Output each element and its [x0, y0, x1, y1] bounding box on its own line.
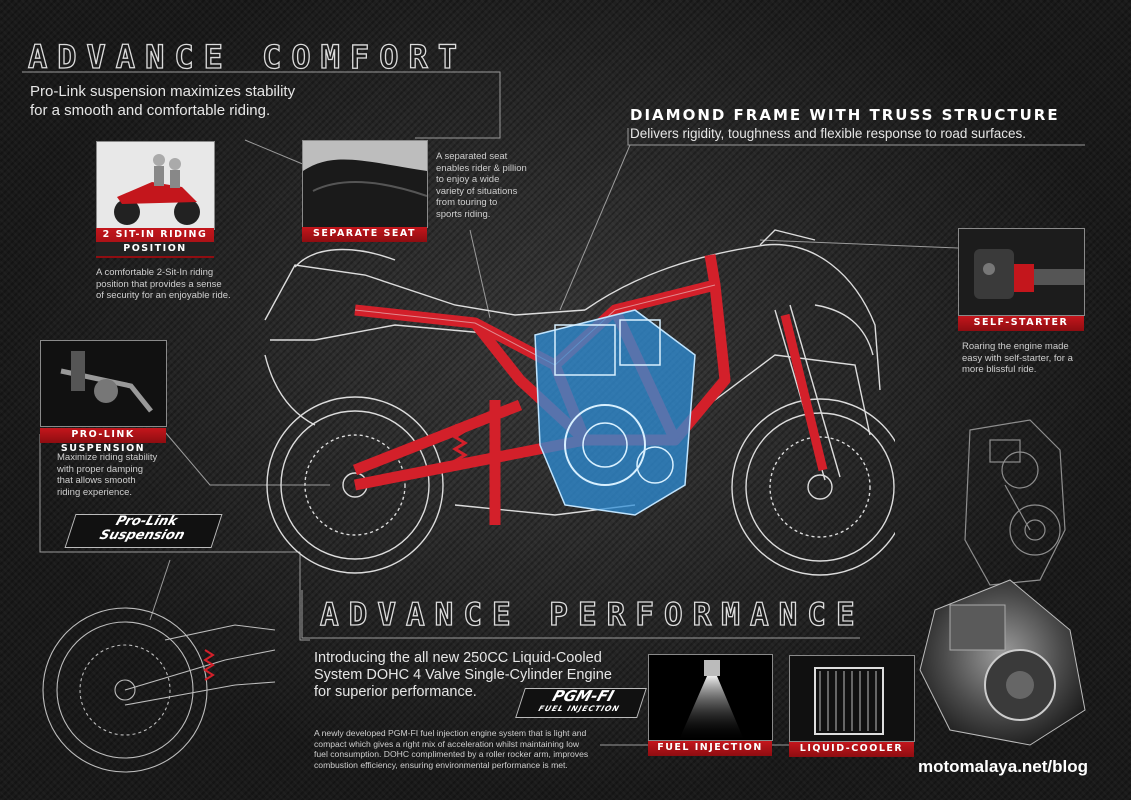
riding-position-label: 2 SIT-IN RIDING POSITION: [96, 228, 214, 258]
performance-title: ADVANCE PERFORMANCE: [319, 596, 865, 633]
rear-suspension-schematic: [42, 607, 276, 773]
riding-position-label-line: POSITION: [96, 242, 214, 256]
desc-line: that allows smooth: [57, 475, 136, 486]
frame-desc: Delivers rigidity, toughness and flexibl…: [630, 126, 1026, 141]
performance-intro: Introducing the all new 250CC Liquid-Coo…: [314, 650, 612, 701]
desc-line: A separated seat: [436, 151, 508, 162]
desc-line: position that provides a sense: [96, 278, 222, 290]
fuel-injection-label: FUEL INJECTION: [648, 741, 772, 756]
comfort-subtitle: Pro-Link suspension maximizes stability …: [30, 82, 295, 120]
desc-line: Roaring the engine made: [962, 341, 1069, 352]
pgmfi-badge-line: FUEL INJECTION: [537, 704, 622, 713]
pgmfi-badge-line: PGM-FI: [550, 687, 617, 705]
separate-seat-photo: [302, 140, 428, 228]
body-line: combustion efficiency, ensuring environm…: [314, 759, 568, 770]
prolink-badge-line: Suspension: [97, 528, 187, 543]
desc-line: A comfortable 2-Sit-In riding: [96, 267, 214, 278]
frame-title: DIAMOND FRAME WITH TRUSS STRUCTURE: [630, 106, 1060, 124]
liquid-cooler-label: LIQUID-COOLER: [789, 742, 914, 757]
performance-body: A newly developed PGM-FI fuel injection …: [314, 728, 588, 770]
intro-line: for superior performance.: [314, 684, 477, 700]
body-line: compact which gives a right mix of accel…: [314, 738, 580, 749]
prolink-label: PRO-LINK SUSPENSION: [40, 428, 166, 454]
comfort-subtitle-line: for a smooth and comfortable riding.: [30, 102, 271, 119]
desc-line: riding experience.: [57, 486, 132, 498]
body-line: A newly developed PGM-FI fuel injection …: [314, 728, 587, 738]
desc-line: with proper damping: [57, 463, 144, 475]
watermark: motomalaya.net/blog: [918, 757, 1089, 776]
engine-schematic: [964, 419, 1066, 586]
comfort-title: ADVANCE COMFORT: [27, 37, 467, 76]
rear-shock: [452, 423, 468, 469]
prolink-badge-line: Pro-Link: [113, 514, 180, 529]
intro-line: System DOHC 4 Valve Single-Cylinder Engi…: [314, 667, 612, 683]
prolink-photo: [40, 340, 167, 427]
liquid-cooler-photo: [789, 655, 915, 742]
motorcycle-illustration: [264, 229, 895, 576]
prolink-badge: Pro-Link Suspension: [64, 514, 223, 548]
blue-engine: [534, 309, 696, 516]
separate-seat-label: SEPARATE SEAT: [302, 227, 427, 242]
desc-line: of security for an enjoyable ride.: [96, 290, 231, 301]
motorcycle-outline: [264, 229, 895, 576]
prolink-desc: Maximize riding stability with proper da…: [57, 452, 157, 498]
pgmfi-badge: PGM-FI FUEL INJECTION: [515, 687, 647, 718]
riding-position-photo: [96, 141, 215, 230]
comfort-subtitle-line: Pro-Link suspension maximizes stability: [30, 83, 296, 100]
desc-line: to enjoy a wide: [436, 174, 500, 185]
self-starter-label: SELF-STARTER: [958, 316, 1084, 331]
riding-position-desc: A comfortable 2-Sit-In riding position t…: [96, 267, 231, 302]
desc-line: sports riding.: [436, 208, 491, 220]
desc-line: Maximize riding stability: [57, 452, 158, 463]
intro-line: Introducing the all new 250CC Liquid-Coo…: [314, 650, 602, 666]
desc-line: variety of situations: [436, 185, 518, 197]
separate-seat-desc: A separated seat enables rider & pillion…: [436, 151, 527, 220]
desc-line: from touring to: [436, 197, 498, 208]
self-starter-photo: [958, 228, 1085, 316]
riding-position-label-line: 2 SIT-IN RIDING: [102, 229, 208, 240]
desc-line: enables rider & pillion: [436, 162, 527, 174]
fuel-injection-photo: [648, 654, 773, 741]
self-starter-desc: Roaring the engine made easy with self-s…: [962, 341, 1073, 376]
desc-line: easy with self-starter, for a: [962, 352, 1073, 364]
desc-line: more blissful ride.: [962, 364, 1037, 375]
body-line: fuel consumption. DOHC complimented by a…: [314, 749, 589, 760]
engine-photo: [910, 570, 1090, 750]
